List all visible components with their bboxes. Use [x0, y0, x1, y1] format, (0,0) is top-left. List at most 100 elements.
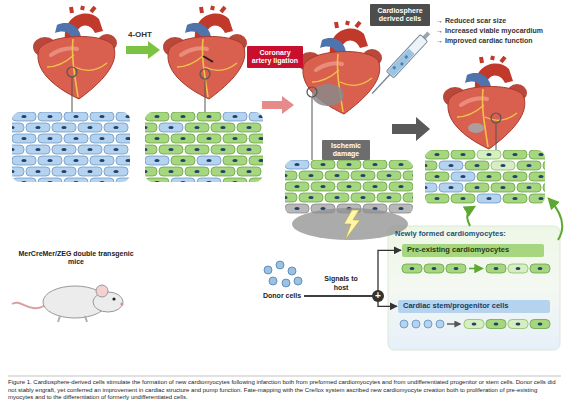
- nucleus: [12, 170, 15, 173]
- myocyte: [78, 167, 102, 176]
- nucleus: [474, 186, 479, 189]
- nucleus: [494, 267, 499, 270]
- syringe: [369, 29, 433, 97]
- myocyte: [439, 161, 463, 170]
- myocyte: [285, 182, 309, 191]
- myocyte: [12, 156, 36, 165]
- combine-symbol: +: [372, 290, 384, 302]
- drawing-part: [276, 261, 284, 269]
- nucleus: [21, 115, 26, 118]
- nucleus: [21, 159, 26, 162]
- myocyte: [465, 183, 489, 192]
- myocyte: [52, 145, 76, 154]
- myocyte: [363, 160, 387, 169]
- nucleus: [500, 186, 505, 189]
- myocyte: [503, 150, 527, 159]
- drawing-part: [264, 266, 272, 274]
- nucleus: [460, 175, 465, 178]
- progenitor-cell: [412, 320, 420, 328]
- myocyte: [197, 156, 221, 165]
- myocyte: [389, 160, 413, 169]
- nucleus: [516, 267, 521, 270]
- nucleus: [432, 267, 437, 270]
- myocyte: [12, 112, 36, 121]
- myocyte: [116, 156, 130, 165]
- myocyte: [508, 320, 528, 329]
- lineage-box: Pre-existing cardiomyocytes: [402, 244, 544, 257]
- myocyte: [116, 178, 130, 182]
- myocyte: [64, 112, 88, 121]
- damage-cloud: [292, 208, 408, 240]
- drawing-part: [388, 48, 415, 76]
- nucleus: [180, 159, 185, 162]
- nucleus: [154, 137, 159, 140]
- nucleus: [410, 267, 415, 270]
- treatment-label: 4-OHT: [128, 30, 152, 40]
- nucleus: [206, 137, 211, 140]
- myocyte: [446, 264, 466, 273]
- myocyte: [116, 134, 130, 143]
- nucleus: [73, 115, 78, 118]
- nucleus: [125, 159, 130, 162]
- myocyte: [90, 134, 114, 143]
- nucleus: [412, 174, 413, 177]
- scar: [468, 123, 484, 133]
- nucleus: [486, 153, 491, 156]
- myocyte: [145, 145, 157, 154]
- nucleus: [334, 196, 339, 199]
- nucleus: [35, 126, 40, 129]
- nucleus: [125, 181, 130, 182]
- nucleus: [206, 115, 211, 118]
- nucleus: [113, 126, 118, 129]
- node-text: Cardiac stem/progenitor cells: [403, 302, 545, 311]
- myocyte: [337, 160, 361, 169]
- nucleus: [180, 115, 185, 118]
- nucleus: [21, 137, 26, 140]
- nucleus: [320, 163, 325, 166]
- step-arrow: [392, 117, 430, 141]
- nucleus: [258, 159, 263, 162]
- myocyte: [491, 183, 515, 192]
- myocyte: [171, 134, 195, 143]
- nucleus: [372, 163, 377, 166]
- myocyte: [529, 150, 545, 159]
- nucleus: [334, 174, 339, 177]
- nucleus: [113, 170, 118, 173]
- nucleus: [232, 115, 237, 118]
- myocyte: [64, 134, 88, 143]
- nucleus: [145, 126, 148, 129]
- drawing-part: [392, 65, 397, 70]
- nucleus: [87, 170, 92, 173]
- myocyte: [52, 167, 76, 176]
- myocyte: [543, 183, 545, 192]
- myocyte: [351, 171, 375, 180]
- myocyte: [64, 178, 88, 182]
- magnifier: [491, 113, 501, 123]
- node-text: Coronary artery ligation: [250, 49, 300, 65]
- nucleus: [448, 164, 453, 167]
- myocyte-band: [145, 112, 263, 182]
- myocyte: [249, 178, 263, 182]
- progenitor-cell: [436, 320, 444, 328]
- myocyte: [311, 160, 335, 169]
- damage-box: Ischemic damage: [322, 140, 370, 160]
- magnifier: [67, 67, 77, 77]
- outcome-bullet: → Increased viable myocardium: [436, 27, 543, 35]
- myocyte: [211, 123, 235, 132]
- myocyte: [377, 193, 401, 202]
- myocyte: [64, 156, 88, 165]
- outcome-panel: Newly formed cardiomyocytes:Pre-existing…: [388, 226, 560, 350]
- myocyte: [90, 156, 114, 165]
- magnifier-line: [312, 97, 313, 160]
- myocyte: [145, 178, 169, 182]
- nucleus: [99, 115, 104, 118]
- myocyte-band: [12, 112, 130, 182]
- nucleus: [512, 175, 517, 178]
- myocyte: [503, 194, 527, 203]
- myocyte: [451, 172, 475, 181]
- drawing-part: [404, 55, 409, 60]
- nucleus: [285, 174, 288, 177]
- node-text: Cardiosphere derived cells: [373, 7, 427, 23]
- edge-label: Signals to host: [320, 275, 362, 292]
- nucleus: [474, 164, 479, 167]
